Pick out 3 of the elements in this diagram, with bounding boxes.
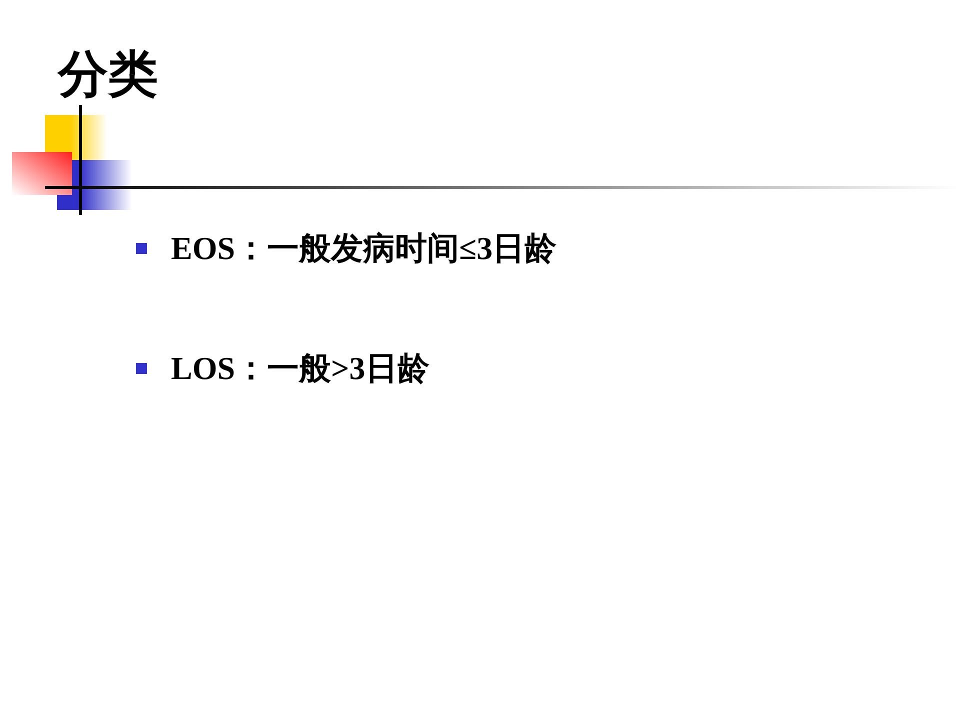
bullet-text: EOS：一般发病时间≤3日龄 (171, 229, 557, 268)
bullet-text: LOS：一般>3日龄 (171, 349, 430, 388)
slide-title: 分类 (58, 44, 158, 105)
